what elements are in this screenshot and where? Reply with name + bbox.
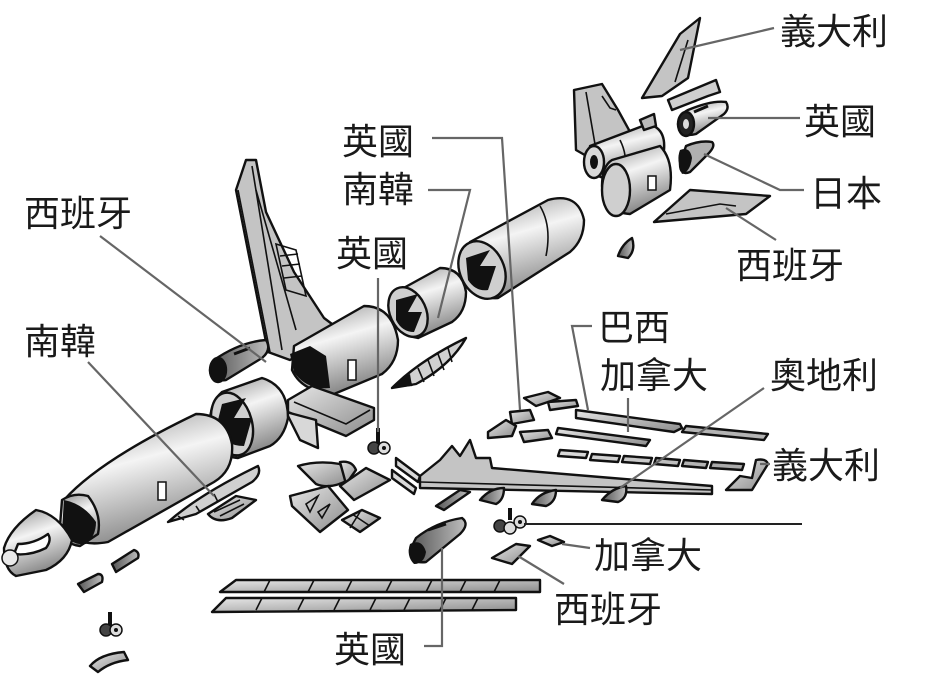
label-canada-flap: 加拿大 [600, 356, 708, 397]
belly-fairing-parts [288, 460, 392, 534]
nose-landing-gear-part [99, 612, 123, 637]
small-fairing-part [616, 236, 635, 260]
leader-brazil [570, 324, 592, 411]
nose-gear-strut-part [76, 548, 140, 594]
leader-lines [87, 26, 804, 648]
spoiler-panels [556, 448, 746, 472]
cockpit-section-part [58, 493, 101, 548]
flap-track-fairings [434, 484, 628, 512]
leader-horizontal-stabilizer [725, 207, 777, 241]
leader-tail-fin-top [679, 26, 775, 52]
label-austria: 奧地利 [770, 356, 878, 397]
ribbed-fairing-part [390, 336, 468, 390]
tail-cone-part [678, 140, 715, 175]
tail-fin-tip-part [640, 16, 702, 100]
leader-engine-uk [424, 548, 444, 648]
label-uk-gear: 英國 [336, 234, 408, 275]
leader-tail-cone [703, 153, 804, 192]
label-uk-engine: 英國 [334, 630, 406, 671]
leader-austria [619, 387, 765, 489]
tail-fairing-part [666, 78, 722, 112]
label-spain-fairing: 西班牙 [554, 590, 662, 631]
horizontal-stabilizer-part [652, 188, 772, 224]
label-brazil: 巴西 [598, 308, 670, 349]
leader-korea-left [87, 361, 215, 497]
access-panel-part [206, 494, 258, 522]
rear-engine-nacelle-part [676, 100, 729, 138]
main-vertical-fin-part [234, 158, 342, 362]
rear-fuselage-part [600, 144, 673, 218]
center-fuselage-section-part [457, 197, 586, 300]
label-korea-section: 南韓 [342, 170, 414, 211]
gear-door-small-part [536, 534, 566, 548]
label-uk-tail-nacelle: 英國 [804, 102, 876, 143]
forward-fuselage-part [62, 412, 234, 545]
nose-gear-door-part [88, 650, 130, 674]
nose-cone-part [1, 508, 74, 578]
leader-mid-uk [432, 136, 522, 411]
label-spain-left: 西班牙 [24, 194, 132, 235]
label-uk-mid: 英國 [342, 122, 414, 163]
main-landing-gear-part [493, 508, 527, 535]
wing-strut-part [390, 456, 422, 496]
label-canada-door: 加拿大 [594, 536, 702, 577]
leading-edge-slats [210, 578, 542, 614]
wing-center-body-part [290, 304, 400, 396]
wing-engine-part [408, 516, 467, 564]
main-wing-part [418, 438, 714, 496]
small-engine-nacelle-part [208, 338, 270, 384]
leader-canada-door [561, 542, 591, 550]
label-italy-tail: 義大利 [780, 12, 888, 53]
label-korea-left: 南韓 [24, 322, 96, 363]
label-spain-stabilizer: 西班牙 [736, 246, 844, 287]
main-landing-gear-uk-part [367, 428, 391, 455]
country-labels: 義大利 英國 日本 西班牙 英國 南韓 英國 西班牙 南韓 巴西 加拿大 奧地利… [24, 12, 888, 671]
leader-spain-left [99, 235, 267, 363]
label-japan-tail-cone: 日本 [810, 174, 882, 215]
leader-spain-fairing [517, 555, 565, 585]
wing-box-part [284, 384, 376, 450]
leader-korea-section [428, 188, 472, 319]
gear-fairing-part [490, 542, 532, 566]
label-italy-winglet: 義大利 [772, 446, 880, 487]
